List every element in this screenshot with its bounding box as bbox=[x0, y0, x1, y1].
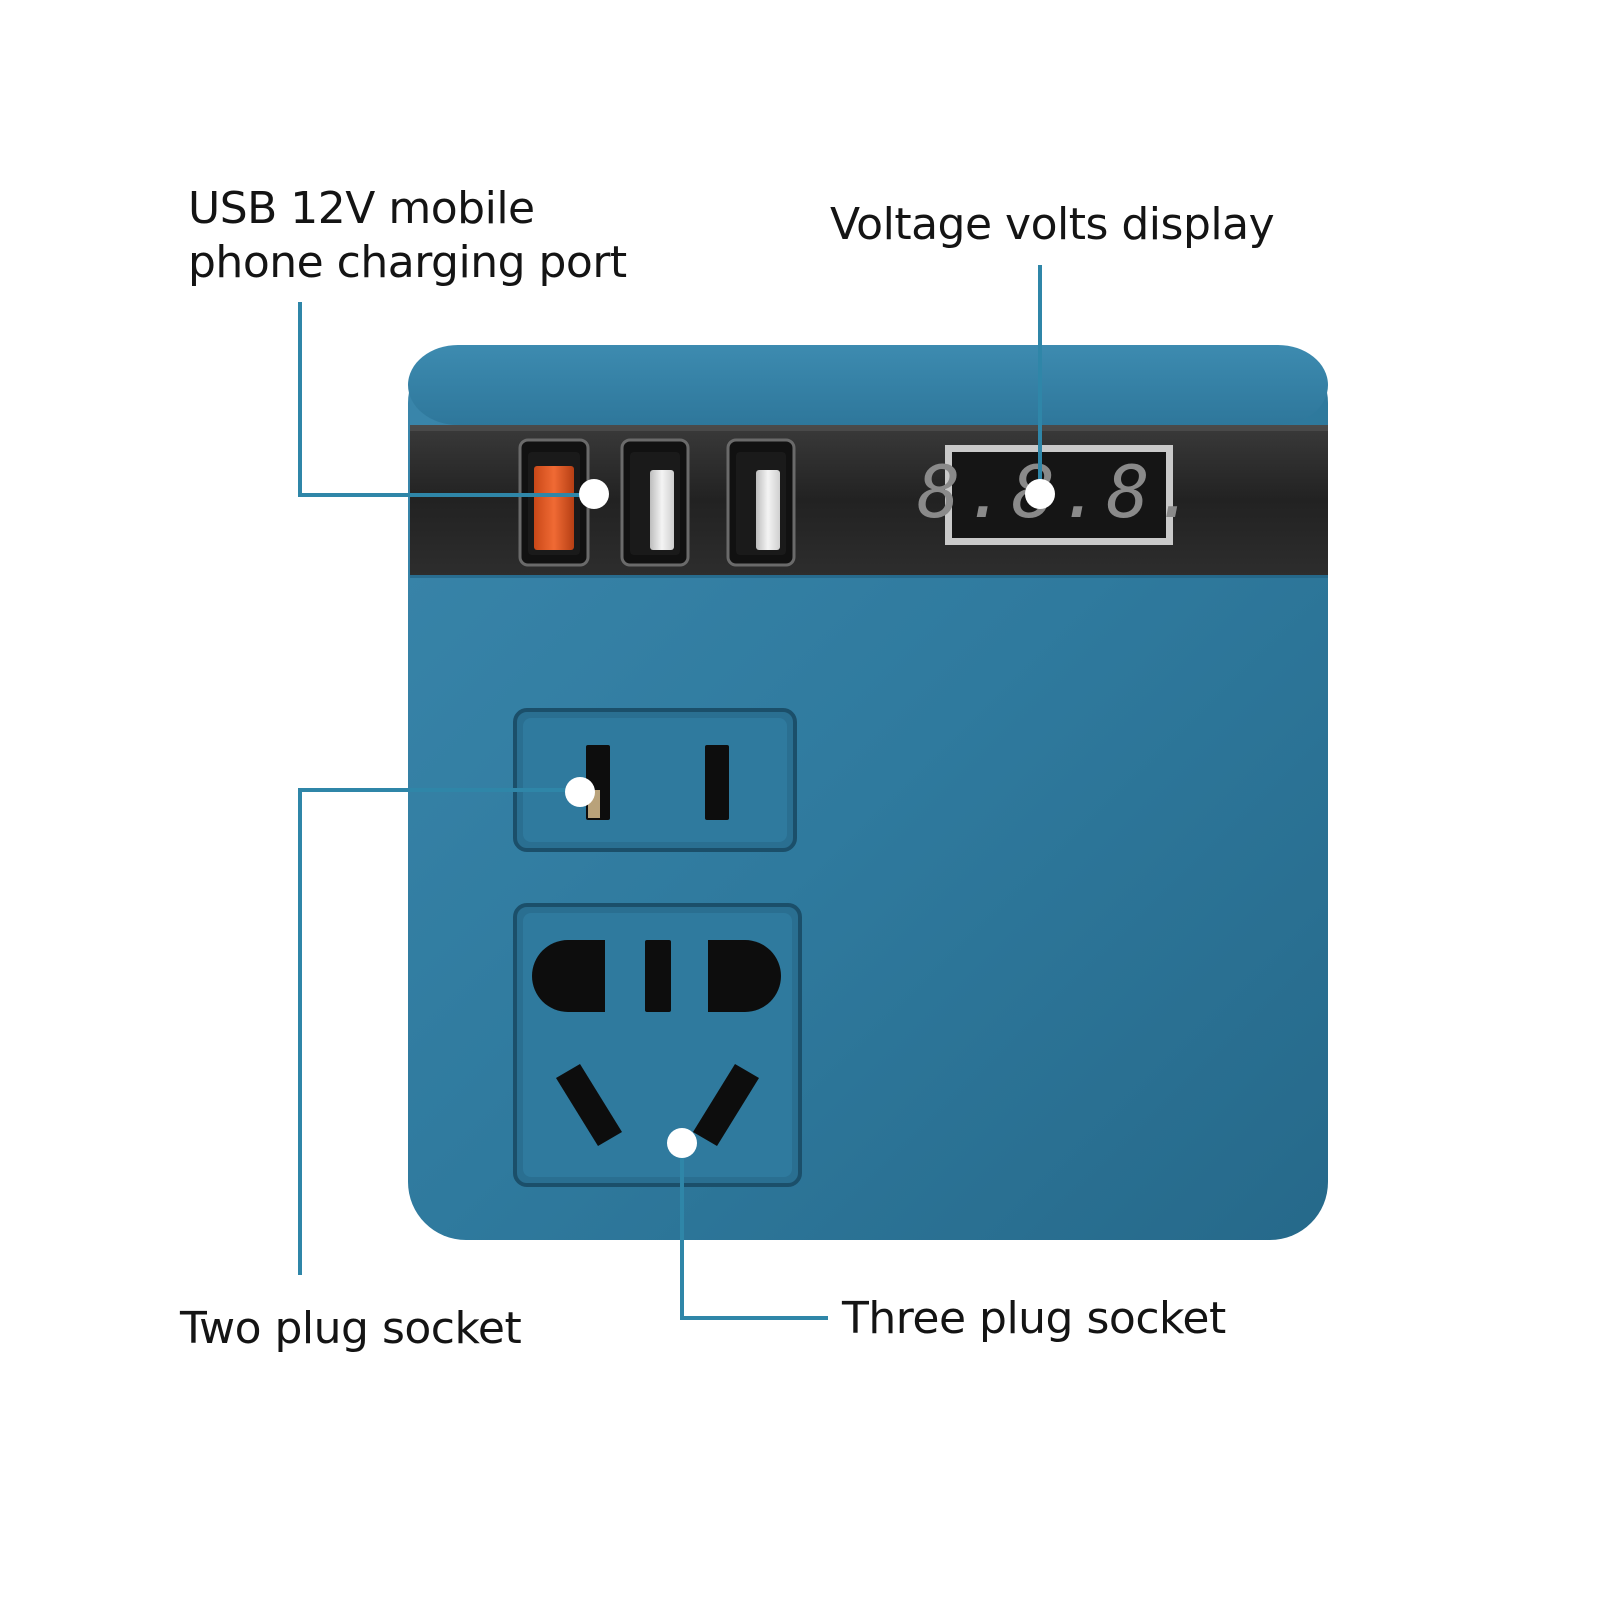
two-plug-socket[interactable] bbox=[513, 708, 797, 852]
callout-label-voltage-display: Voltage volts display bbox=[830, 199, 1275, 250]
callout-label-two-plug-socket: Two plug socket bbox=[180, 1303, 522, 1354]
callout-dot-usb bbox=[579, 479, 609, 509]
callout-label-usb-line1: USB 12V mobile bbox=[188, 183, 535, 234]
callout-line-three-plug bbox=[680, 1143, 828, 1320]
three-plug-socket[interactable] bbox=[513, 903, 802, 1187]
callout-label-three-plug-socket: Three plug socket bbox=[842, 1293, 1226, 1344]
callout-dots bbox=[565, 479, 1055, 1158]
usb-port-quick-charge[interactable] bbox=[518, 438, 590, 567]
callout-dot-voltage bbox=[1025, 479, 1055, 509]
usb-port-standard-2[interactable] bbox=[726, 438, 796, 567]
callout-dot-two-plug bbox=[565, 777, 595, 807]
voltage-display-digits: 8.8.8. bbox=[917, 450, 1201, 534]
callout-dot-three-plug bbox=[667, 1128, 697, 1158]
callout-line-two-plug bbox=[298, 788, 578, 1275]
callout-lines bbox=[298, 265, 1042, 1320]
usb-port-standard-1[interactable] bbox=[620, 438, 690, 567]
voltage-display: 8.8.8. bbox=[917, 445, 1201, 545]
callout-line-usb bbox=[298, 302, 592, 497]
callout-label-usb-line2: phone charging port bbox=[188, 237, 627, 288]
callout-label-usb-port: USB 12V mobile phone charging port bbox=[188, 182, 627, 290]
